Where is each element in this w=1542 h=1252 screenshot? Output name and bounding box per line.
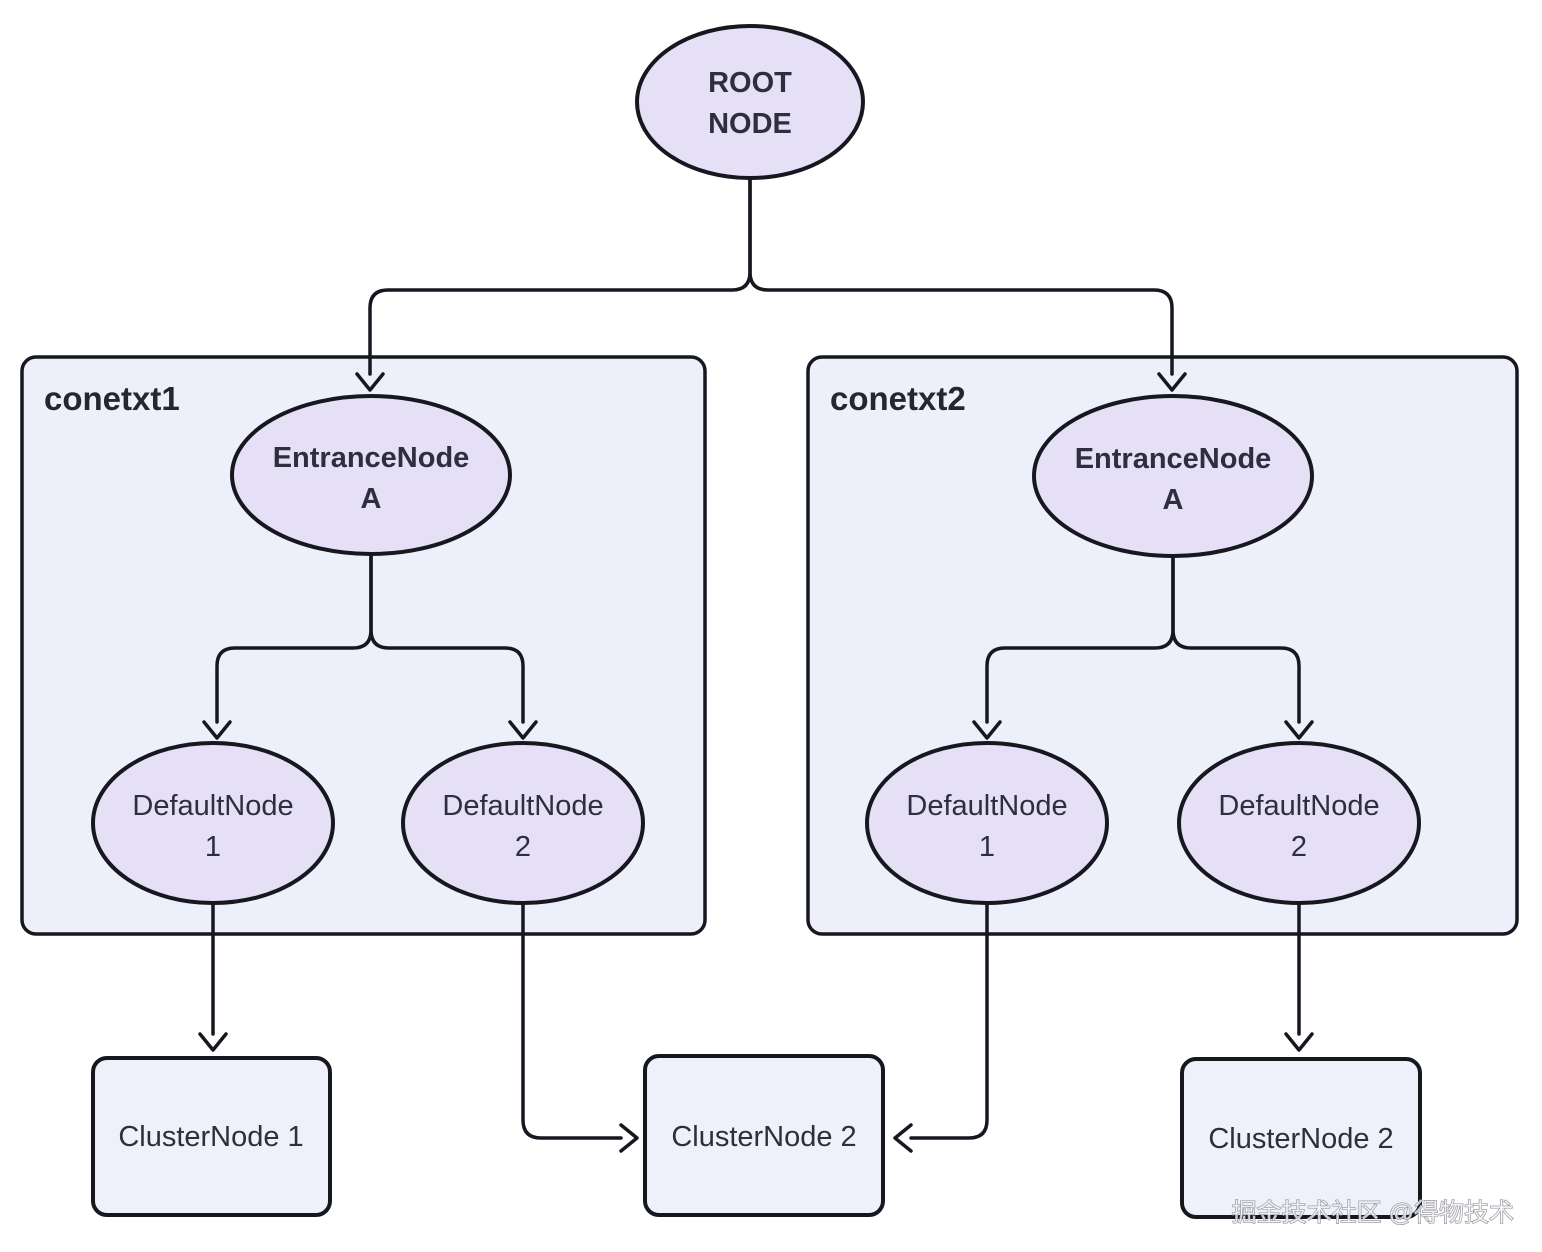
- cluster-node-2-middle-shape: [643, 1054, 885, 1217]
- context1-entrance-node: EntranceNode A: [230, 394, 512, 556]
- arrowhead-ctx2-entrance-to-default1: [972, 720, 1002, 740]
- context2-default-node-2-label-line2: 2: [1291, 831, 1307, 863]
- context1-label: conetxt1: [44, 380, 180, 417]
- context2-default-node-2: DefaultNode 2: [1177, 741, 1421, 905]
- arrowhead-ctx1-entrance-to-default2: [508, 720, 538, 740]
- root-node: ROOT NODE: [635, 24, 865, 180]
- cluster-node-2-right: ClusterNode 2: [1180, 1057, 1422, 1219]
- edge-ctx1-default2-to-cluster2mid: [521, 903, 623, 1140]
- context2-entrance-label-line2: A: [1163, 484, 1184, 516]
- context2-default-node-2-shape: [1177, 741, 1421, 905]
- context1-default-node-1-shape: [91, 741, 335, 905]
- edges-context2: [972, 554, 1314, 740]
- cluster-node-2-middle: ClusterNode 2: [643, 1054, 885, 1217]
- context1-entrance-label-line1: EntranceNode: [273, 442, 470, 474]
- context1-default-node-1-label-line1: DefaultNode: [132, 790, 293, 822]
- context2-default-node-1-shape: [865, 741, 1109, 905]
- arrowhead-root-to-context2: [1157, 372, 1187, 392]
- context2-default-node-1-label-line2: 1: [979, 831, 995, 863]
- arrowhead-ctx2-default1-to-cluster2mid: [893, 1123, 913, 1153]
- edge-root-to-context2: [748, 177, 1174, 376]
- context2-entrance-label-line1: EntranceNode: [1075, 443, 1272, 475]
- cluster-node-1-shape: [91, 1056, 332, 1217]
- context2-entrance-node: EntranceNode A: [1032, 394, 1314, 558]
- edge-root-to-context1: [368, 177, 752, 376]
- context2-default-node-1: DefaultNode 1: [865, 741, 1109, 905]
- edge-ctx2-default1-to-cluster2mid: [909, 903, 989, 1140]
- context1-entrance-label-line2: A: [361, 483, 382, 515]
- context2-default-node-1-label-line1: DefaultNode: [906, 790, 1067, 822]
- edge-ctx1-entrance-to-default1: [215, 552, 373, 724]
- context1-default-node-2-shape: [401, 741, 645, 905]
- context1-default-node-2: DefaultNode 2: [401, 741, 645, 905]
- edge-ctx2-entrance-to-default1: [985, 554, 1175, 724]
- arrowhead-root-to-context1: [355, 372, 385, 392]
- arrowhead-ctx1-default2-to-cluster2mid: [619, 1123, 639, 1153]
- arrowhead-ctx1-entrance-to-default1: [202, 720, 232, 740]
- cluster-node-1: ClusterNode 1: [91, 1056, 332, 1217]
- root-node-label-line1: ROOT: [708, 67, 792, 99]
- cluster-node-2-right-shape: [1180, 1057, 1422, 1219]
- cluster-node-1-label: ClusterNode 1: [118, 1121, 303, 1153]
- cluster-node-2-right-label: ClusterNode 2: [1208, 1123, 1393, 1155]
- context2-default-node-2-label-line1: DefaultNode: [1218, 790, 1379, 822]
- context2-label: conetxt2: [830, 380, 966, 417]
- edge-ctx2-entrance-to-default2: [1171, 554, 1301, 724]
- edge-ctx1-entrance-to-default2: [369, 552, 525, 724]
- watermark-text: 掘金技术社区 @得物技术: [1232, 1199, 1514, 1227]
- context1-default-node-2-label-line2: 2: [515, 831, 531, 863]
- arrowhead-ctx1-default1-to-cluster1: [198, 1032, 228, 1052]
- context1-default-node-1: DefaultNode 1: [91, 741, 335, 905]
- context2-entrance-node-shape: [1032, 394, 1314, 558]
- root-node-label-line2: NODE: [708, 108, 792, 140]
- context1-default-node-2-label-line1: DefaultNode: [442, 790, 603, 822]
- context1-entrance-node-shape: [230, 394, 512, 556]
- cluster-node-2-middle-label: ClusterNode 2: [671, 1121, 856, 1153]
- edges-clusters: [198, 901, 1314, 1153]
- context1-default-node-1-label-line2: 1: [205, 831, 221, 863]
- arrowhead-ctx2-default2-to-cluster2right: [1284, 1032, 1314, 1052]
- root-node-shape: [635, 24, 865, 180]
- edges-root: [355, 177, 1187, 392]
- edges-context1: [202, 552, 538, 740]
- arrowhead-ctx2-entrance-to-default2: [1284, 720, 1314, 740]
